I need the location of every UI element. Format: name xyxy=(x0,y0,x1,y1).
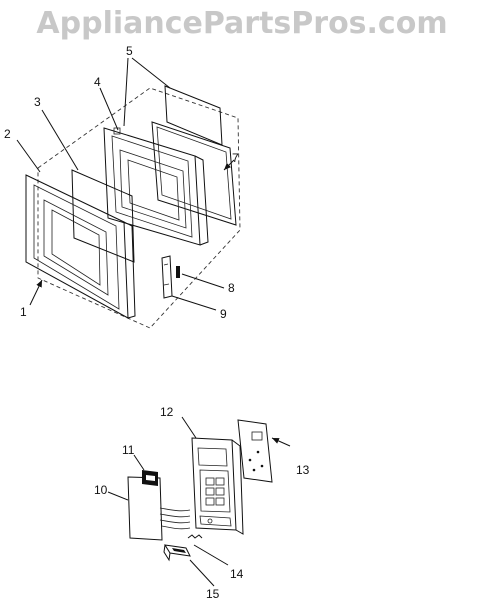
callout-labels: 1 2 3 4 5 7 8 9 10 11 12 13 14 15 xyxy=(4,44,310,600)
label-4: 4 xyxy=(94,75,101,89)
part-release-button xyxy=(163,544,191,562)
assembly-outline xyxy=(37,87,241,329)
label-13: 13 xyxy=(296,463,310,477)
label-5: 5 xyxy=(126,44,133,58)
part-door-latch xyxy=(161,255,180,299)
label-2: 2 xyxy=(4,127,11,141)
label-15: 15 xyxy=(206,587,220,600)
part-inner-door xyxy=(103,127,209,246)
label-7: 7 xyxy=(232,151,239,165)
label-14: 14 xyxy=(230,567,244,581)
site-watermark: AppliancePartsPros.com xyxy=(36,6,448,41)
label-10: 10 xyxy=(94,483,108,497)
label-9: 9 xyxy=(220,307,227,321)
part-display-filter xyxy=(142,470,158,486)
part-control-panel xyxy=(191,437,244,535)
label-12: 12 xyxy=(160,405,174,419)
part-door-frame xyxy=(25,174,136,319)
label-8: 8 xyxy=(228,281,235,295)
part-door-seal xyxy=(151,121,237,226)
part-spring xyxy=(187,534,203,539)
door-assembly xyxy=(16,57,241,329)
label-3: 3 xyxy=(34,95,41,109)
part-membrane-switch xyxy=(127,476,191,541)
part-control-board xyxy=(237,419,273,483)
label-11: 11 xyxy=(122,443,135,457)
label-1: 1 xyxy=(20,305,27,319)
control-panel-assembly xyxy=(107,416,291,587)
